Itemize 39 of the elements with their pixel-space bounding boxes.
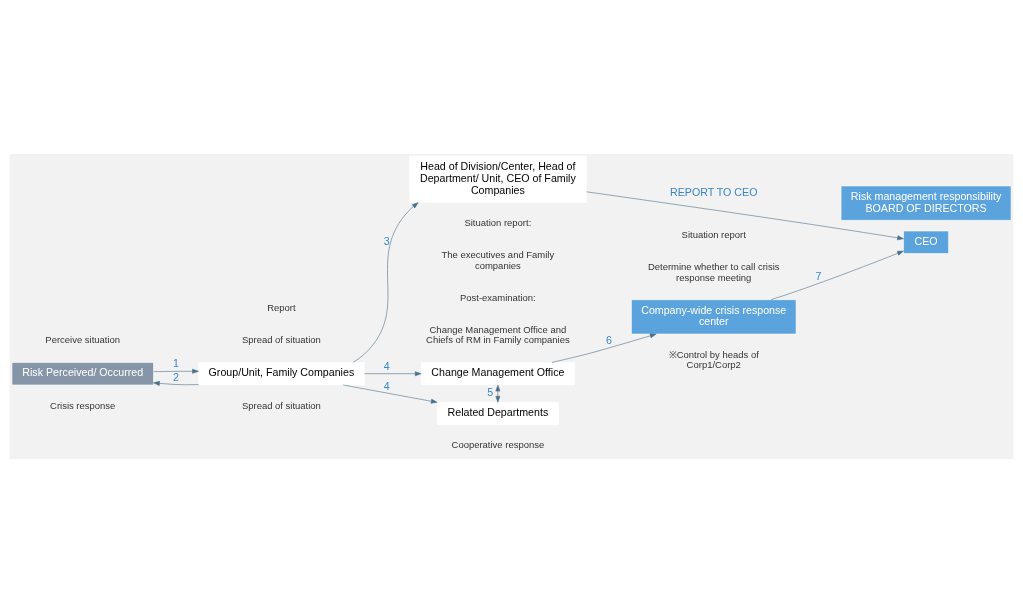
label: Post-examination: <box>459 291 536 303</box>
label: Crisis response <box>50 399 116 411</box>
edge-label: 4 <box>383 379 390 392</box>
edge-label: 4 <box>383 359 390 372</box>
label: Spread of situation <box>241 399 321 411</box>
label: Cooperative response <box>451 438 545 450</box>
arrow <box>586 191 904 240</box>
label: Determine whether to call crisis response meeting <box>647 260 780 283</box>
arrow <box>770 250 904 300</box>
arrow <box>342 384 438 404</box>
node-box: Company-wide crisis response center <box>631 298 797 334</box>
edge-label: 1 <box>173 356 179 369</box>
edge-label: 6 <box>605 333 612 346</box>
node-box: CEO <box>903 230 949 254</box>
label: Report <box>267 301 296 313</box>
arrow <box>551 332 657 363</box>
arrow <box>153 368 199 374</box>
arrow <box>352 201 419 363</box>
label: Perceive situation <box>45 333 121 345</box>
node-label: ※Control by heads of Corp1/Corp2 <box>668 348 759 370</box>
node-box: Risk Perceived/ Occurred <box>11 361 154 385</box>
node-box: Head of Division/Center, Head of Department/ Unit, CEO of Family Companies <box>409 155 587 203</box>
label: Situation report: <box>464 216 532 228</box>
edge-label: 7 <box>815 269 822 282</box>
arrow <box>364 370 422 376</box>
label: Change Management Office and Chiefs of RM in Family companies <box>426 323 570 345</box>
label: Situation report <box>681 228 746 240</box>
edge-label: 5 <box>487 385 494 398</box>
label: Spread of situation <box>241 333 321 345</box>
node-box: Group/Unit, Family Companies <box>198 361 365 385</box>
node-box: Related Departments <box>436 401 559 425</box>
arrow <box>495 384 501 402</box>
edge-label: 3 <box>383 234 390 247</box>
arrow <box>153 380 199 386</box>
node-box: Risk management responsibility BOARD OF DIRECTORS <box>840 185 1012 221</box>
edge-label: 2 <box>173 370 179 383</box>
edge-label: REPORT TO CEO <box>670 185 758 198</box>
label: The executives and Family companies <box>441 248 555 271</box>
node-box: Change Management Office <box>420 361 575 385</box>
